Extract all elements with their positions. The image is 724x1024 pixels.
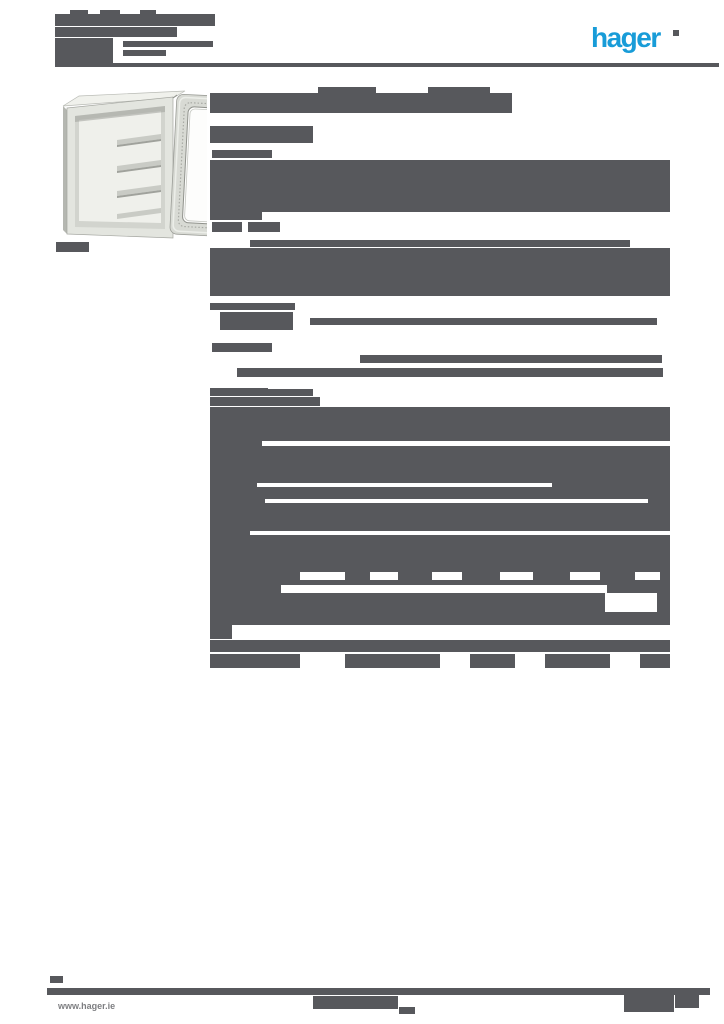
footer-mark bbox=[50, 976, 63, 983]
paragraph-tail bbox=[210, 212, 262, 220]
spec-row-segment bbox=[210, 654, 300, 668]
word-gap bbox=[370, 572, 398, 580]
word-gap bbox=[570, 572, 600, 580]
section-label bbox=[212, 150, 272, 158]
spec-label bbox=[212, 343, 272, 352]
spec-row-segment bbox=[545, 654, 610, 668]
product-title-ascender bbox=[428, 87, 490, 94]
section-label bbox=[248, 222, 280, 232]
spec-row bbox=[210, 640, 670, 652]
text-line bbox=[310, 318, 657, 325]
word-gap bbox=[300, 572, 345, 580]
text-line bbox=[250, 240, 630, 247]
product-image bbox=[55, 88, 249, 246]
header-subline-1 bbox=[123, 41, 213, 47]
table-row-gap bbox=[257, 483, 552, 487]
label-value-gap bbox=[281, 585, 607, 593]
footer-center-text bbox=[313, 996, 398, 1009]
enclosure-illustration bbox=[62, 90, 249, 239]
header-title-line-2 bbox=[55, 27, 177, 37]
spec-row-label bbox=[210, 625, 232, 639]
spec-row bbox=[210, 593, 605, 612]
spec-row-segment bbox=[470, 654, 515, 668]
spec-label bbox=[263, 389, 313, 396]
spec-row-value bbox=[657, 593, 670, 612]
spec-label bbox=[210, 388, 268, 396]
text-block bbox=[220, 312, 293, 330]
section-label bbox=[212, 222, 242, 232]
hager-logo: hager bbox=[591, 22, 661, 53]
spec-value-line bbox=[237, 368, 663, 377]
footer-center-text-descender bbox=[399, 1007, 415, 1014]
table-row-gap bbox=[265, 499, 648, 503]
footer-page-count bbox=[675, 995, 699, 1008]
header-subline-2 bbox=[123, 50, 166, 56]
product-reference bbox=[56, 242, 89, 252]
table-row-gap bbox=[250, 531, 670, 535]
spec-row-segment bbox=[640, 654, 670, 668]
website-link[interactable]: www.hager.ie bbox=[58, 1001, 116, 1011]
section-label bbox=[210, 303, 295, 310]
table-row-gap bbox=[262, 441, 670, 446]
header-title-ascender bbox=[70, 10, 88, 16]
word-gap bbox=[432, 572, 462, 580]
header-title-ascender bbox=[100, 10, 120, 16]
header-rule bbox=[55, 63, 719, 67]
footer-rule bbox=[47, 988, 710, 995]
spec-row bbox=[210, 612, 670, 625]
spec-row-segment bbox=[345, 654, 440, 668]
spec-value-line bbox=[360, 355, 662, 363]
paragraph-block bbox=[210, 248, 670, 296]
product-subtitle bbox=[210, 126, 313, 143]
product-title-ascender bbox=[318, 87, 376, 94]
logo-registered-mark bbox=[673, 30, 679, 36]
word-gap bbox=[500, 572, 533, 580]
word-gap bbox=[635, 572, 660, 580]
header-title-line-1 bbox=[55, 14, 215, 26]
paragraph-block bbox=[210, 160, 670, 212]
header-title-ascender bbox=[140, 10, 156, 16]
footer-website-box: www.hager.ie bbox=[55, 995, 168, 1017]
product-title bbox=[210, 93, 512, 113]
spec-label bbox=[210, 397, 320, 406]
footer-page-number bbox=[624, 995, 674, 1012]
header-address-block bbox=[55, 38, 113, 65]
